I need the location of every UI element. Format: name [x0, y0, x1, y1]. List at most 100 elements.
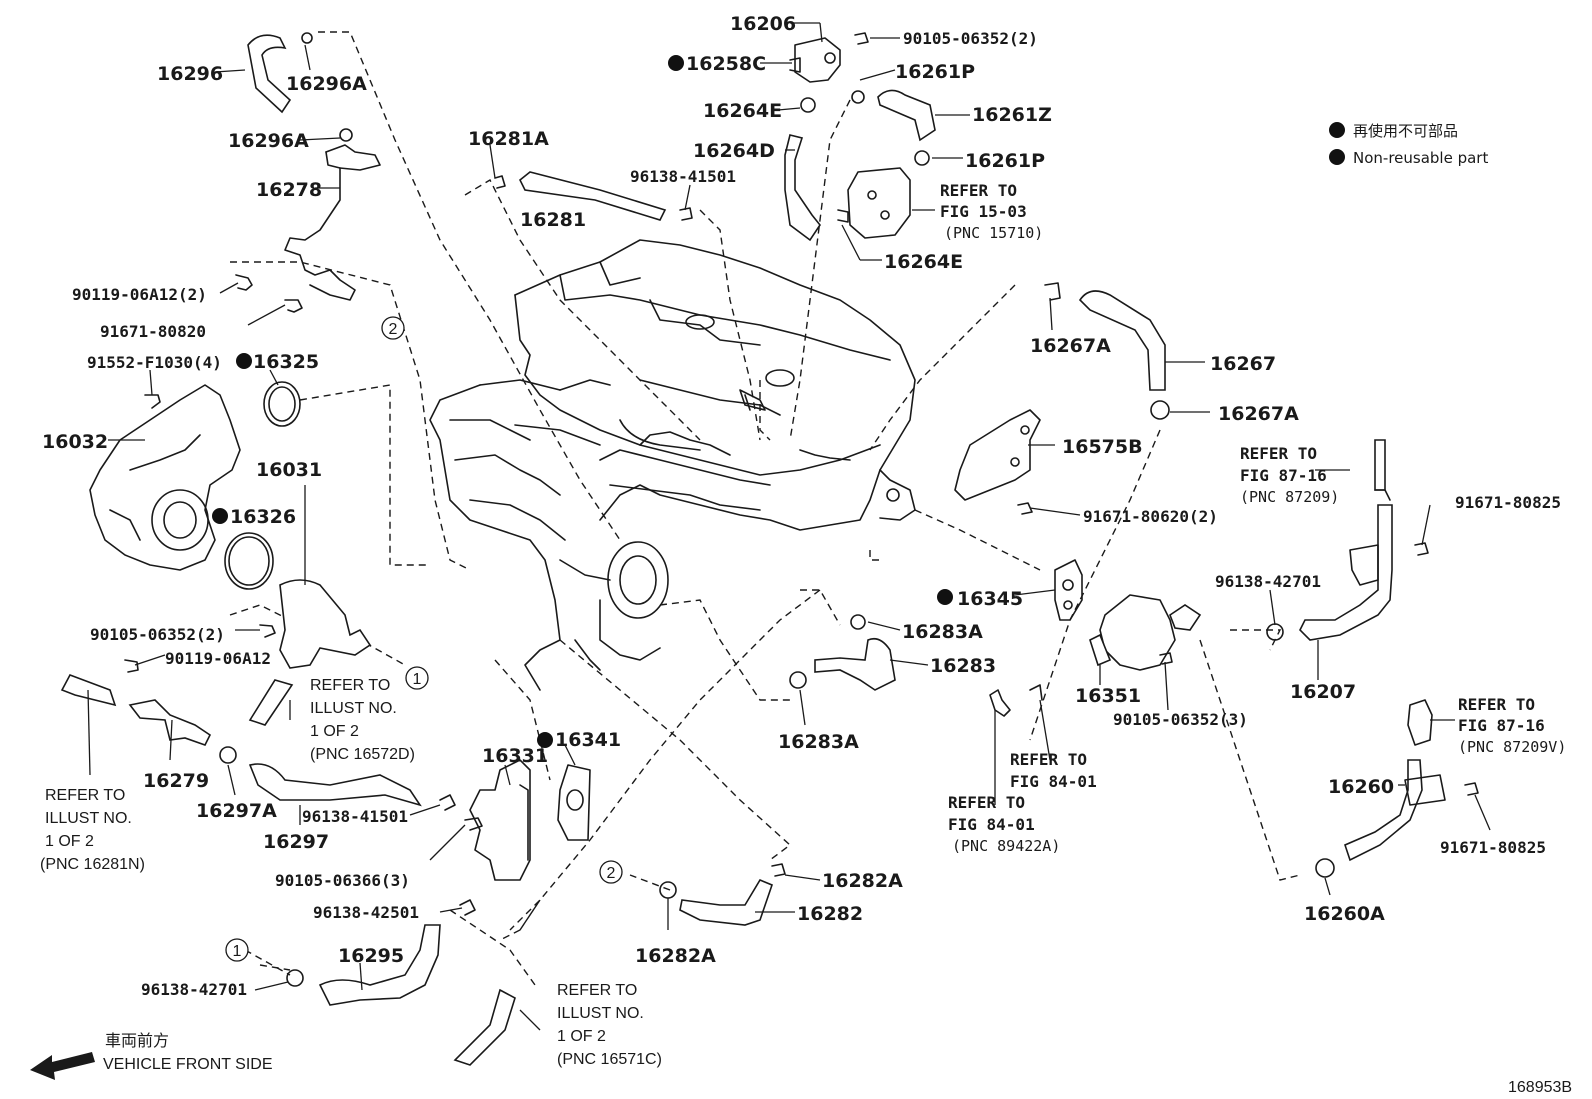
non-reusable-dot	[212, 508, 228, 524]
ref-line: FIG 84-01	[948, 815, 1035, 834]
ref-line: 1 OF 2	[310, 723, 359, 740]
legend-jp: 再使用不可部品	[1353, 122, 1458, 140]
part-label: 16260A	[1304, 903, 1385, 925]
non-reusable-dot	[236, 353, 252, 369]
part-label: 16261P	[895, 61, 975, 83]
part-label: 16283A	[778, 731, 859, 753]
figure-id: 168953B	[1508, 1079, 1572, 1096]
ref-illust-16572d: REFER TO ILLUST NO. 1 OF 2 (PNC 16572D)	[310, 677, 415, 763]
ref-line: 1 OF 2	[557, 1028, 606, 1045]
part-label: 16341	[555, 729, 621, 751]
part-label: 16258C	[686, 53, 766, 75]
ref-line: (PNC 87209V)	[1458, 738, 1566, 756]
part-label: 91671-80825	[1455, 493, 1561, 512]
ref-line: REFER TO	[948, 793, 1025, 812]
ref-fig-84-01-a: REFER TO FIG 84-01	[1010, 750, 1097, 791]
part-label: 16267A	[1218, 403, 1299, 425]
part-label: 96138-41501	[630, 167, 736, 186]
part-label: 16296	[157, 63, 223, 85]
part-label: 16281A	[468, 128, 549, 150]
part-label: 16297	[263, 831, 329, 853]
vehicle-front-indicator: 車両前方 VEHICLE FRONT SIDE	[30, 1032, 273, 1080]
part-label: 16032	[42, 431, 108, 453]
part-label: 16206	[730, 13, 796, 35]
part-label: 90105-06352(2)	[90, 625, 225, 644]
part-label: 16283	[930, 655, 996, 677]
ref-line: (PNC 16281N)	[40, 856, 145, 873]
ref-line: ILLUST NO.	[310, 700, 397, 717]
part-label: 16282A	[822, 870, 903, 892]
parts-upper-left	[89, 32, 381, 673]
parts-lower-left	[60, 674, 591, 1066]
part-label: 90119-06A12(2)	[72, 285, 207, 304]
part-label: 90105-06366(3)	[275, 871, 410, 890]
ref-line: 1 OF 2	[45, 833, 94, 850]
ref-fig-84-01-b: REFER TO FIG 84-01 (PNC 89422A)	[948, 793, 1060, 855]
part-label: 16260	[1328, 776, 1394, 798]
circle-marker-1-b: 1	[225, 938, 249, 962]
part-label: 16345	[957, 588, 1023, 610]
ref-line: (PNC 87209)	[1240, 488, 1339, 506]
part-label: 16282A	[635, 945, 716, 967]
front-arrow-icon	[30, 1052, 95, 1080]
ref-line: (PNC 16572D)	[310, 746, 415, 763]
part-label: 96138-41501	[302, 807, 408, 826]
non-reusable-dot	[937, 589, 953, 605]
ref-line: FIG 84-01	[1010, 772, 1097, 791]
part-label: 16267A	[1030, 335, 1111, 357]
circle-marker-2-b: 2	[599, 860, 623, 884]
part-label: 16296A	[228, 130, 309, 152]
ref-line: FIG 15-03	[940, 202, 1027, 221]
parts-top-middle	[494, 32, 936, 242]
circle-marker-text: 1	[233, 943, 242, 960]
ref-line: (PNC 15710)	[944, 224, 1043, 242]
non-reusable-dot	[668, 55, 684, 71]
front-label-en: VEHICLE FRONT SIDE	[103, 1056, 273, 1073]
part-label: 16279	[143, 770, 209, 792]
ref-line: REFER TO	[1458, 695, 1535, 714]
non-reusable-dot	[1329, 149, 1345, 165]
legend: 再使用不可部品 Non-reusable part	[1353, 122, 1488, 167]
part-label: 16326	[230, 506, 296, 528]
part-labels: 16206 90105-06352(2) 16258C 16261P 16264…	[42, 13, 1561, 999]
part-label: 16207	[1290, 681, 1356, 703]
ref-line: FIG 87-16	[1240, 466, 1327, 485]
circle-marker-text: 2	[607, 865, 616, 882]
part-label: 16575B	[1062, 436, 1143, 458]
part-label: 16281	[520, 209, 586, 231]
part-label: 16295	[338, 945, 404, 967]
ref-line: REFER TO	[940, 181, 1017, 200]
part-label: 90105-06352(3)	[1113, 710, 1248, 729]
ref-fig-87-16-a: REFER TO FIG 87-16 (PNC 87209)	[1240, 444, 1339, 506]
ref-line: REFER TO	[45, 787, 125, 804]
part-label: 16261P	[965, 150, 1045, 172]
leader-lines	[87, 22, 1491, 1031]
ref-line: (PNC 16571C)	[557, 1051, 662, 1068]
part-label: 90105-06352(2)	[903, 29, 1038, 48]
part-label: 96138-42701	[141, 980, 247, 999]
parts-right	[954, 282, 1479, 878]
circle-marker-text: 2	[389, 321, 398, 338]
part-label: 16297A	[196, 800, 277, 822]
part-label: 16267	[1210, 353, 1276, 375]
part-label: 16296A	[286, 73, 367, 95]
ref-line: FIG 87-16	[1458, 716, 1545, 735]
part-label: 91671-80620(2)	[1083, 507, 1218, 526]
ref-fig-15-03: REFER TO FIG 15-03 (PNC 15710)	[940, 181, 1043, 242]
part-label: 16283A	[902, 621, 983, 643]
ref-line: (PNC 89422A)	[952, 837, 1060, 855]
part-label: 90119-06A12	[165, 649, 271, 668]
circle-marker-text: 1	[413, 671, 422, 688]
dashed-guides	[229, 31, 1301, 986]
part-label: 91552-F1030(4)	[87, 353, 222, 372]
circled-markers: 2 1 2 1	[225, 316, 623, 962]
part-label: 91671-80825	[1440, 838, 1546, 857]
circle-marker-1-a: 1	[405, 666, 429, 690]
part-label: 91671-80820	[100, 322, 206, 341]
part-label: 16325	[253, 351, 319, 373]
part-label: 16264E	[884, 251, 963, 273]
part-label: 96138-42501	[313, 903, 419, 922]
ref-illust-16281n: REFER TO ILLUST NO. 1 OF 2 (PNC 16281N)	[40, 787, 145, 873]
part-label: 16264D	[693, 140, 775, 162]
